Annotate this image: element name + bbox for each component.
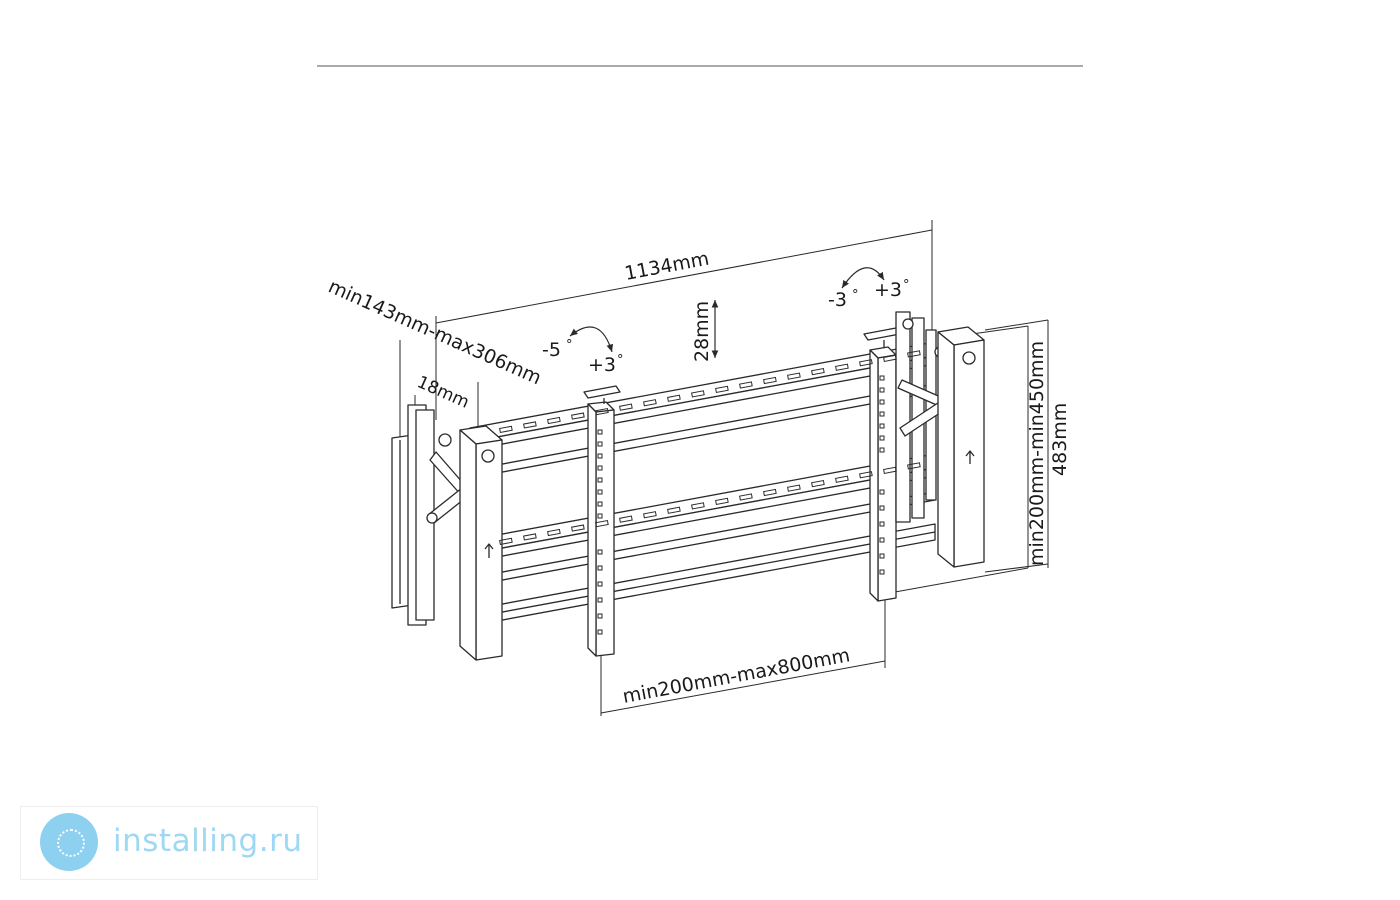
tilt-left-minus-degree: ° [566,338,573,353]
bracket-hole [879,387,885,393]
bracket-hole [597,501,603,507]
tilt-right-arrow-icon [841,267,885,289]
label-height-total: 483mm [1049,403,1071,476]
rail-slot [571,412,585,420]
tilt-left-arrow-icon [569,326,614,353]
rail-slot [859,471,873,479]
tilt-right-minus: -3 [828,289,847,311]
bracket-hole [597,613,603,619]
right-post [937,326,985,568]
rail-slot [835,475,849,483]
label-arm-spacing: min200mm-max800mm [621,644,852,708]
bracket-hole [597,597,603,603]
bracket-hole [597,465,603,471]
bracket-hole [597,477,603,483]
rail-slot [811,480,825,488]
bracket-hole [597,441,603,447]
rail-slot [691,502,705,510]
upper-rail [469,341,936,479]
rail-slot [619,515,633,523]
tilt-left-minus: -5 [542,339,561,361]
rail-slot [787,372,801,380]
rail-slot [883,466,897,474]
bracket-hole [879,521,885,527]
dimension-width [435,220,933,420]
bracket-hole [597,565,603,571]
rail-slot [523,421,537,429]
rail-slots [499,350,921,546]
bracket-hole [879,423,885,429]
watermark-text: installing.ru [113,823,303,859]
rail-slot [499,425,513,434]
bracket-hole [879,537,885,543]
dimension-arm-spacing [600,600,886,716]
bracket-hole [879,411,885,417]
bracket-hole [597,549,603,555]
rail-slot [715,497,729,506]
rail-slot [763,488,777,497]
dimension-height [894,319,1049,593]
bracket-hole [879,375,885,381]
bracket-hole [879,489,885,495]
lower-rail [469,453,936,587]
rail-slot [643,511,657,519]
mount-structure [391,311,985,661]
left-wall-bracket [391,404,435,626]
rail-slot [595,519,609,528]
rail-slot [547,528,561,537]
rail-slot [595,407,609,416]
rail-slot [907,462,921,470]
right-vertical-bracket [863,327,901,602]
bracket-hole [597,429,603,435]
rail-slot [619,403,633,411]
tilt-right-plus-degree: ° [903,278,910,293]
bracket-hole [879,505,885,511]
left-post [459,425,503,661]
rail-slot [763,376,777,385]
rail-slot [547,416,561,425]
rail-slot [739,381,753,389]
bracket-hole [879,435,885,441]
rail-slot [787,484,801,492]
tilt-left-plus-degree: ° [617,353,624,368]
bracket-hole [597,489,603,495]
label-depth-range: min143mm-max306mm [325,275,545,389]
label-vertical-adjust: 28mm [691,301,713,362]
rail-slot [667,394,681,402]
rail-slot [739,493,753,501]
rail-slot [907,350,921,358]
rail-slot [883,354,897,362]
bracket-hole [879,569,885,575]
bracket-hole [597,629,603,635]
tilt-left-plus: +3 [588,354,616,376]
bracket-holes [597,375,885,635]
bracket-hole [597,453,603,459]
rail-slot [643,399,657,407]
globe-icon [40,813,98,871]
bracket-hole [597,581,603,587]
rail-slot [667,506,681,514]
rail-slot [811,368,825,376]
label-height-range: min200mm-min450mm [1026,341,1048,566]
rail-slot [571,524,585,532]
tilt-right-plus: +3 [874,279,902,301]
rail-slot [859,359,873,367]
rail-slot [523,533,537,541]
tilt-right-minus-degree: ° [852,288,859,303]
rail-slot [715,385,729,394]
watermark: installing.ru [20,806,318,880]
bracket-hole [879,447,885,453]
bracket-hole [879,553,885,559]
rail-slot [691,390,705,398]
bracket-hole [597,513,603,519]
bracket-hole [879,399,885,405]
rail-slot [499,537,513,546]
rail-slot [835,363,849,371]
